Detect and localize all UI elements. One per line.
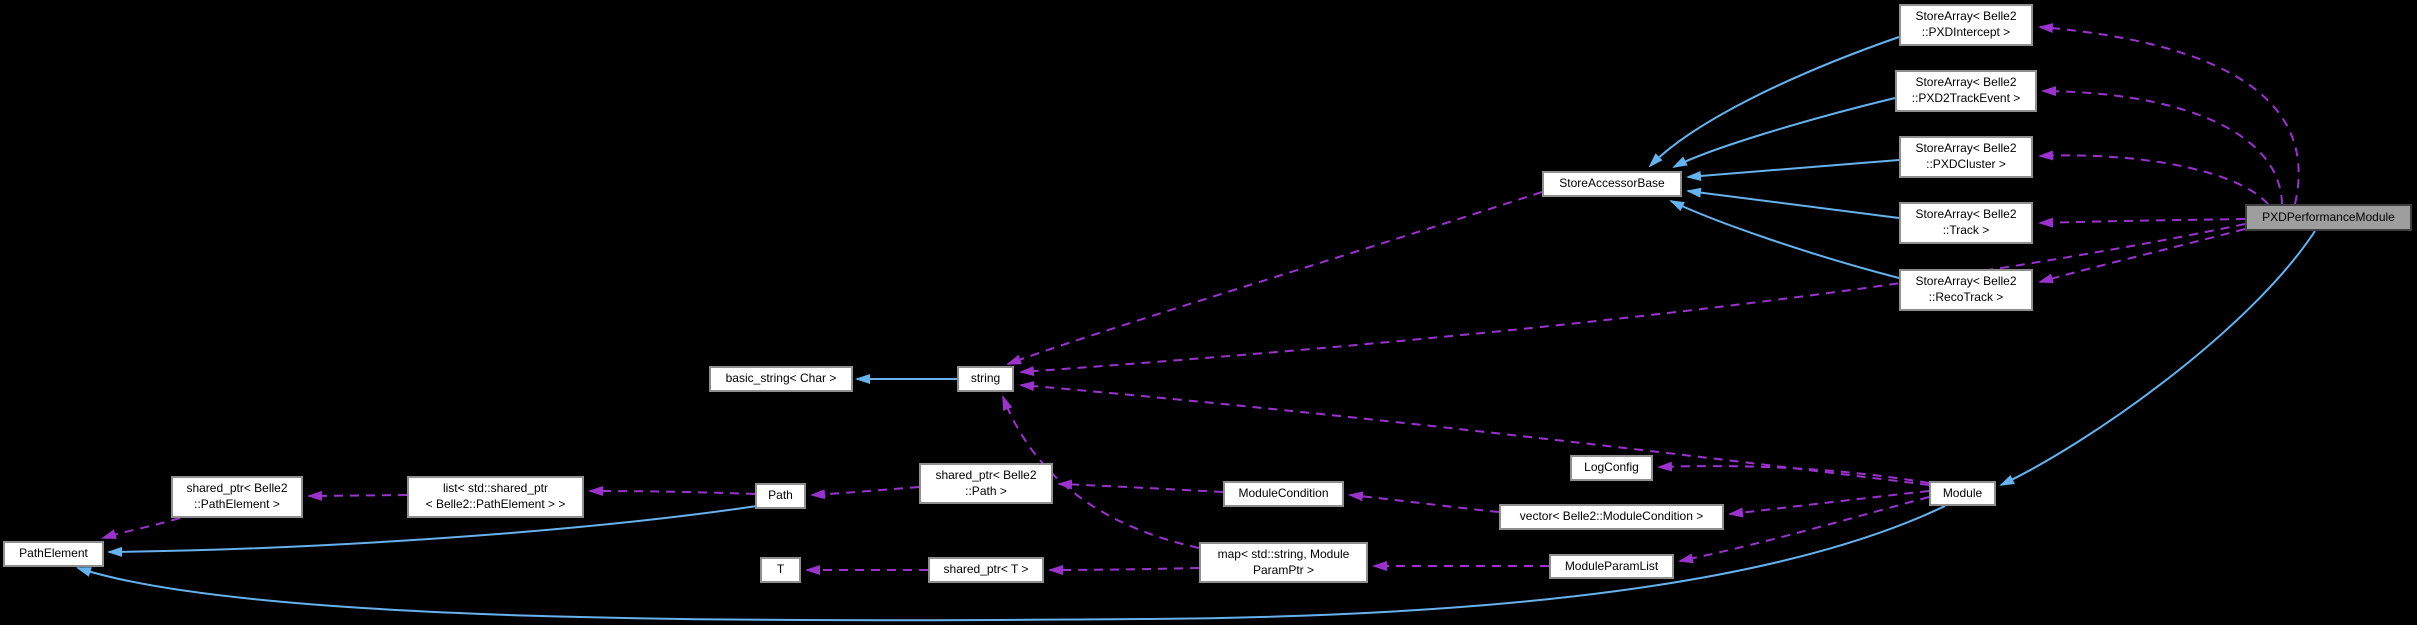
edge-use-storeaccessorbase-string	[1006, 191, 1543, 365]
edge-use-pxdperf-track	[2038, 217, 2246, 228]
node-shared-ptr-t[interactable]: shared_ptr< T >	[928, 557, 1044, 583]
edge-use-module-logconfig	[1657, 461, 1930, 484]
edge-use-vector-modulecondition	[1348, 491, 1500, 513]
edge-use-pxdperf-pxd2trackevent	[2041, 86, 2283, 205]
edge-use-modulecondition-sharedptrpath	[1057, 479, 1224, 493]
edge-inherit-pxdintercept-storeaccessorbase	[1648, 36, 1900, 168]
node-map-moduleparamptr[interactable]: map< std::string, Module ParamPtr >	[1199, 542, 1368, 583]
edge-use-list-sharedptrpathelement	[307, 490, 408, 501]
edge-inherit-path-pathelement	[107, 505, 758, 557]
node-storearray-pxdintercept[interactable]: StoreArray< Belle2 ::PXDIntercept >	[1899, 4, 2033, 46]
node-modulecondition[interactable]: ModuleCondition	[1223, 481, 1344, 507]
node-module[interactable]: Module	[1929, 481, 1996, 506]
node-storearray-track[interactable]: StoreArray< Belle2 ::Track >	[1899, 202, 2033, 244]
edge-use-pxdperf-string	[1019, 223, 2246, 377]
node-storearray-pxdcluster[interactable]: StoreArray< Belle2 ::PXDCluster >	[1899, 136, 2033, 178]
edge-use-pxdperf-recotrack	[2038, 228, 2246, 284]
edge-inherit-pxd2trackevent-storeaccessorbase	[1672, 97, 1896, 168]
node-storearray-pxd2trackevent[interactable]: StoreArray< Belle2 ::PXD2TrackEvent >	[1895, 70, 2037, 112]
node-path[interactable]: Path	[755, 483, 806, 509]
edge-use-path-list	[588, 486, 756, 497]
edge-use-module-moduleparamlist	[1678, 496, 1930, 564]
node-pxdperformancemodule: PXDPerformanceModule	[2245, 204, 2412, 231]
edge-inherit-track-storeaccessorbase	[1686, 187, 1900, 219]
node-storeaccessorbase[interactable]: StoreAccessorBase	[1542, 171, 1682, 197]
edge-inherit-module-pathelement	[76, 505, 1946, 622]
node-moduleparamlist[interactable]: ModuleParamList	[1549, 554, 1674, 579]
edge-inherit-pxdperformancemodule-module	[1999, 230, 2316, 486]
edge-inherit-pxdcluster-storeaccessorbase	[1686, 159, 1900, 181]
node-shared-ptr-pathelement[interactable]: shared_ptr< Belle2 ::PathElement >	[171, 476, 303, 518]
node-basic-string[interactable]: basic_string< Char >	[709, 366, 853, 392]
node-pathelement[interactable]: PathElement	[3, 541, 104, 567]
node-storearray-recotrack[interactable]: StoreArray< Belle2 ::RecoTrack >	[1899, 269, 2033, 311]
edge-use-module-vector	[1728, 490, 1930, 518]
edge-use-pxdperf-pxdintercept	[2038, 23, 2300, 205]
node-vector-modulecondition[interactable]: vector< Belle2::ModuleCondition >	[1499, 504, 1724, 530]
node-shared-ptr-path[interactable]: shared_ptr< Belle2 ::Path >	[919, 463, 1053, 504]
edge-use-module-string	[1019, 381, 1930, 486]
edge-inherit-recotrack-storeaccessorbase	[1669, 200, 1900, 279]
edge-use-pxdperf-pxdcluster	[2038, 150, 2269, 205]
node-list-shared-ptr-pathelement[interactable]: list< std::shared_ptr < Belle2::PathElem…	[407, 476, 584, 518]
node-logconfig[interactable]: LogConfig	[1570, 455, 1653, 481]
edge-use-sharedptrpathelement-pathelement	[101, 517, 181, 539]
node-string[interactable]: string	[957, 366, 1014, 392]
node-t[interactable]: T	[760, 557, 801, 583]
edge-use-map-sharedptrt	[1048, 564, 1200, 575]
edge-use-sharedptrpath-path	[810, 486, 920, 500]
edge-use-map-string	[1002, 395, 1200, 549]
